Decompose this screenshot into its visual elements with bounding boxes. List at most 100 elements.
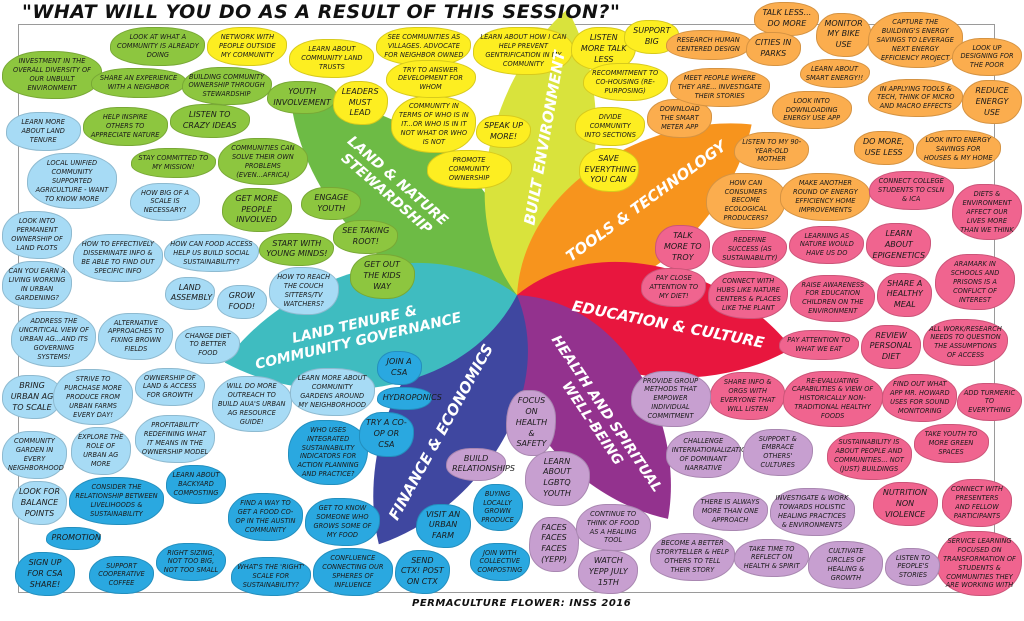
idea-bubble-green: Building community ownership through ste… [181, 66, 272, 106]
idea-bubble-lightblue: Land assembly [164, 276, 215, 311]
idea-bubble-orange: Look into energy savings for houses & my… [915, 130, 1001, 169]
idea-bubble-orange: Look up designing for the poor [952, 37, 1022, 77]
idea-bubble-green: Look at what a community is already doin… [110, 27, 206, 66]
petal-finance-economics [373, 295, 528, 545]
idea-bubble-lightblue: Alternative approaches to fixing brown f… [98, 312, 174, 361]
idea-bubble-orange: Talk less... do more [754, 2, 820, 36]
idea-bubble-blue: Promotion [45, 527, 101, 550]
idea-bubble-lightblue: Learn more about land tenure [5, 112, 81, 151]
idea-bubble-blue: Who uses integrated sustainability indic… [288, 419, 369, 486]
idea-bubble-blue: Try a co-op or CSA [358, 412, 414, 457]
idea-bubble-purple: Watch YEPP July 15th [578, 550, 639, 595]
idea-bubble-blue: Join with collective composting [469, 542, 530, 582]
idea-bubble-lightblue: Can you earn a living working in urban g… [2, 261, 72, 309]
idea-bubble-pink: Connect with presenters and fellow parti… [942, 479, 1012, 527]
idea-bubble-purple: Become a better storyteller & help other… [649, 533, 735, 581]
idea-bubble-blue: Right sizing, not too big, not too small [155, 542, 226, 582]
idea-bubble-blue: Visit an urban farm [415, 503, 471, 548]
idea-bubble-orange: How can consumers become ecological prod… [705, 172, 786, 230]
idea-bubble-pink: Raise awareness for education children o… [790, 274, 876, 323]
idea-bubble-lightblue: Bring urban ag to scale [2, 375, 62, 420]
petal-shape [290, 98, 518, 298]
idea-bubble-lightblue: How to effectively disseminate info & be… [72, 234, 163, 282]
idea-bubble-pink: Add turmeric to everything [957, 382, 1022, 422]
idea-bubble-purple: Build relationships [446, 447, 515, 482]
idea-bubble-green: Listen to crazy ideas [169, 104, 250, 138]
idea-bubble-pink: Connect with hubs like nature centers & … [708, 271, 789, 319]
idea-bubble-blue: Consider the relationship between liveli… [68, 477, 164, 525]
idea-bubble-pink: Share info & orgs with everyone that wil… [710, 372, 786, 420]
idea-bubble-purple: Investigate & work towards holistic heal… [769, 488, 855, 536]
idea-bubble-pink: Diets & environment affect our lives mor… [952, 184, 1022, 241]
idea-bubble-pink: Take youth to more green spaces [913, 424, 989, 463]
idea-bubble-pink: Share a healthy meal [877, 272, 933, 317]
idea-bubble-lightblue: Look into permanent ownership of land pl… [2, 211, 72, 259]
idea-bubble-blue: Buying locally grown produce [472, 483, 523, 532]
idea-bubble-lightblue: Will do more outreach to build AUA's urb… [211, 376, 292, 433]
idea-bubble-orange: Capture the building's energy savings to… [867, 12, 963, 69]
idea-bubble-pink: Pay close attention to my diet! [641, 268, 707, 308]
idea-bubble-pink: All work/research needs to question the … [923, 318, 1009, 367]
idea-bubble-yellow: Network with people outside my community [207, 27, 288, 66]
petal-tools-technology [517, 123, 752, 300]
idea-bubble-lightblue: How big of a scale is necessary? [130, 182, 200, 222]
idea-bubble-blue: Confluence connecting our spheres of inf… [312, 548, 393, 596]
idea-bubble-yellow: Community in terms of who is in it...or … [391, 96, 477, 153]
idea-bubble-lightblue: Profitability redefining what it means i… [135, 415, 216, 463]
idea-bubble-lightblue: Learn more about community gardens aroun… [289, 368, 375, 416]
idea-bubble-purple: Provide group methods that empower indiv… [630, 370, 711, 428]
idea-bubble-orange: Research human centered design [665, 30, 751, 60]
idea-bubble-purple: Support & embrace others' cultures [742, 428, 813, 477]
idea-bubble-lightblue: How can food access help us build social… [163, 233, 259, 273]
poster-frame [18, 24, 995, 593]
idea-bubble-blue: What's the 'right' scale for sustainabil… [230, 557, 311, 596]
idea-bubble-green: Communities can solve their own problems… [217, 137, 308, 186]
idea-bubble-green: Engage youth [301, 186, 362, 221]
idea-bubble-orange: Look into downloading energy use app [771, 90, 852, 130]
idea-bubble-blue: Find a way to get a food co-op in the Au… [227, 493, 303, 541]
idea-bubble-orange: Make another round of energy efficiency … [780, 173, 871, 221]
idea-bubble-blue: Hydroponics [376, 387, 442, 411]
petal-land-tenure [224, 262, 517, 390]
idea-bubble-blue: Send CTX! post on CTX [394, 549, 450, 594]
petal-shape [517, 123, 752, 300]
poster-title: "What will you do as a result of this se… [22, 1, 621, 23]
petal-land-nature [290, 98, 518, 298]
petal-shape [224, 262, 517, 390]
idea-bubble-green: Investment in the overall diversity of o… [2, 51, 102, 99]
idea-bubble-pink: Aramark in schools and prisons is a conf… [935, 254, 1015, 311]
idea-bubble-yellow: Speak up more! [476, 114, 532, 149]
idea-bubble-lightblue: Community garden in every neighborhood [2, 431, 67, 479]
idea-bubble-lightblue: Local unified community supported agricu… [27, 153, 117, 210]
idea-bubble-lightblue: How to reach the couch sitters/TV watche… [268, 267, 339, 316]
idea-bubble-yellow: Leaders must lead [332, 80, 388, 126]
idea-bubble-pink: Re-evaluating capabilities & view of his… [782, 370, 883, 427]
idea-bubble-pink: Connect college students to CSLN & ICA [868, 171, 954, 210]
idea-bubble-orange: Do more, use less [853, 131, 914, 165]
idea-bubble-orange: Meet people where they are... investigat… [669, 68, 770, 108]
idea-bubble-orange: Monitor my bike use [816, 12, 872, 58]
idea-bubble-pink: Redefine success (as sustainability) [712, 229, 788, 269]
idea-bubble-green: Start with young minds! [259, 232, 335, 267]
idea-bubble-lightblue: Strive to purchase more produce from urb… [53, 369, 134, 426]
idea-bubble-pink: Pay attention to what we eat [778, 330, 859, 360]
idea-bubble-orange: Listen to my 90-year-old mother [734, 131, 810, 171]
idea-bubble-lightblue: Explore the role of urban ag more [70, 427, 131, 475]
idea-bubble-blue: Learn about backyard composting [165, 465, 226, 504]
idea-bubble-orange: In applying tools & tech, think of micro… [868, 78, 964, 118]
idea-bubble-blue: Sign up for CSA share! [15, 552, 75, 597]
idea-bubble-lightblue: Grow food! [216, 285, 267, 319]
idea-bubble-green: Youth involvement [267, 80, 338, 115]
idea-bubble-purple: Take time to reflect on health & spirit [734, 538, 810, 578]
idea-bubble-orange: Cities in parks [745, 32, 801, 66]
idea-bubble-pink: Talk more to Troy [655, 225, 711, 270]
idea-bubble-blue: Get to know someone who grows some of my… [304, 498, 380, 546]
idea-bubble-green: Help inspire others to appreciate nature [82, 107, 168, 146]
petal-shape [509, 295, 671, 519]
idea-bubble-lightblue: Change diet to better food [175, 325, 241, 365]
idea-bubble-green: Get more people involved [221, 187, 292, 233]
idea-bubble-pink: Nutrition non violence [872, 482, 938, 527]
idea-bubble-yellow: Learn about how I can help prevent gentr… [473, 27, 574, 75]
idea-bubble-pink: Review personal diet [861, 324, 922, 369]
idea-bubble-pink: Service learning focused on transformati… [937, 531, 1022, 597]
